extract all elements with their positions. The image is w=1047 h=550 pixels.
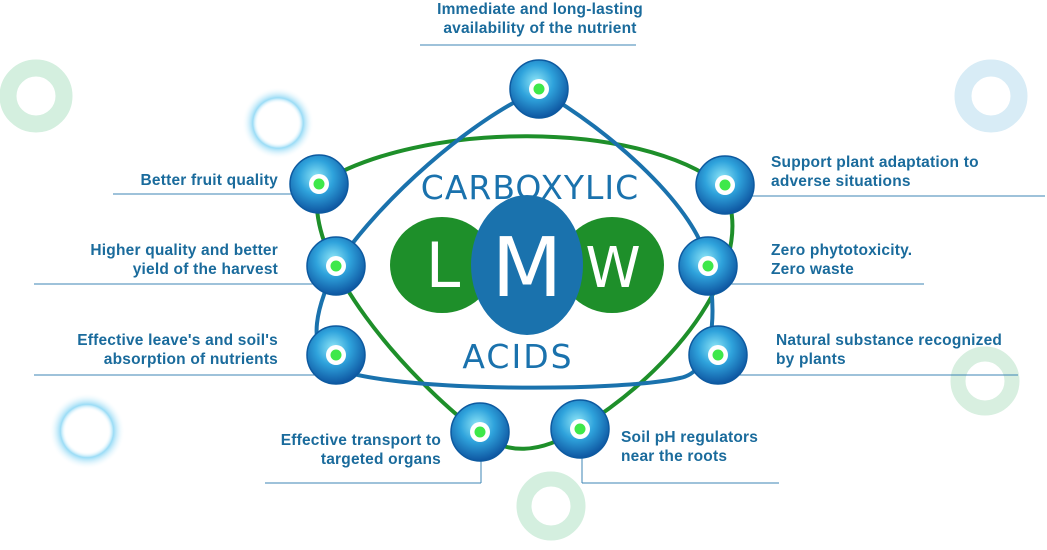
label-harvest-line1: Higher quality and better <box>90 242 278 259</box>
label-transport: Effective transport to targeted organs <box>220 431 441 469</box>
label-phyto-line2: Zero waste <box>771 261 854 278</box>
label-adapt-line1: Support plant adaptation to <box>771 154 979 171</box>
decor-rings <box>0 59 1028 541</box>
decor-ring-green-bottom <box>516 471 586 541</box>
nodes <box>289 59 755 462</box>
label-adapt: Support plant adaptation to adverse situ… <box>771 153 1031 191</box>
letter-m: M <box>492 221 563 316</box>
node-phyto <box>678 236 738 296</box>
central-emblem: L M W CARBOXYLIC ACIDS <box>390 168 664 376</box>
node-absorption <box>306 325 366 385</box>
label-top: Immediate and long-lasting availability … <box>405 0 675 38</box>
label-harvest: Higher quality and better yield of the h… <box>30 241 278 279</box>
label-top-line1: Immediate and long-lasting <box>437 1 643 18</box>
letter-w: W <box>585 236 640 301</box>
label-fruit: Better fruit quality <box>60 171 278 190</box>
label-phyto: Zero phytotoxicity. Zero waste <box>771 241 991 279</box>
decor-ring-green-topleft <box>0 59 73 133</box>
label-natural-line1: Natural substance recognized <box>776 332 1003 349</box>
blob-right <box>560 217 664 313</box>
letter-l: L <box>426 229 461 302</box>
node-natural <box>688 325 748 385</box>
label-natural: Natural substance recognized by plants <box>776 331 1036 369</box>
label-ph-line1: Soil pH regulators <box>621 429 759 446</box>
label-harvest-line2: yield of the harvest <box>132 261 278 278</box>
label-absorption-line2: absorption of nutrients <box>103 351 278 368</box>
blob-center <box>471 195 583 335</box>
decor-ring-blue-bottomleft <box>49 393 125 469</box>
blue-loop <box>314 87 715 390</box>
green-loop <box>315 134 735 451</box>
node-ph-dot <box>574 423 586 435</box>
decor-ring-green-right <box>950 346 1020 416</box>
blob-left <box>390 217 494 313</box>
node-ph <box>550 399 610 459</box>
node-top <box>509 59 569 119</box>
label-transport-line1: Effective transport to <box>280 432 441 449</box>
node-absorption-dot <box>330 349 342 361</box>
node-transport-dot <box>474 426 486 438</box>
word-acids: ACIDS <box>462 337 573 376</box>
label-fruit-line1: Better fruit quality <box>140 172 278 189</box>
label-absorption-line1: Effective leave's and soil's <box>77 332 278 349</box>
node-harvest <box>306 236 366 296</box>
label-ph-line2: near the roots <box>621 448 728 465</box>
label-ph: Soil pH regulators near the roots <box>621 428 821 466</box>
node-phyto-dot <box>702 260 714 272</box>
decor-ring-blue-left <box>242 87 314 159</box>
node-fruit <box>289 154 349 214</box>
label-absorption: Effective leave's and soil's absorption … <box>20 331 278 369</box>
label-transport-line2: targeted organs <box>320 451 441 468</box>
node-top-dot <box>533 83 545 95</box>
node-adapt-dot <box>719 179 731 191</box>
node-fruit-dot <box>313 178 325 190</box>
label-top-line2: availability of the nutrient <box>443 20 637 37</box>
decor-ring-blue-topright <box>954 59 1028 133</box>
node-harvest-dot <box>330 260 342 272</box>
label-adapt-line2: adverse situations <box>771 173 911 190</box>
label-natural-line2: by plants <box>776 351 846 368</box>
node-transport <box>450 402 510 462</box>
node-adapt <box>695 155 755 215</box>
label-phyto-line1: Zero phytotoxicity. <box>771 242 913 259</box>
word-carboxylic: CARBOXYLIC <box>421 168 639 207</box>
node-natural-dot <box>712 349 724 361</box>
